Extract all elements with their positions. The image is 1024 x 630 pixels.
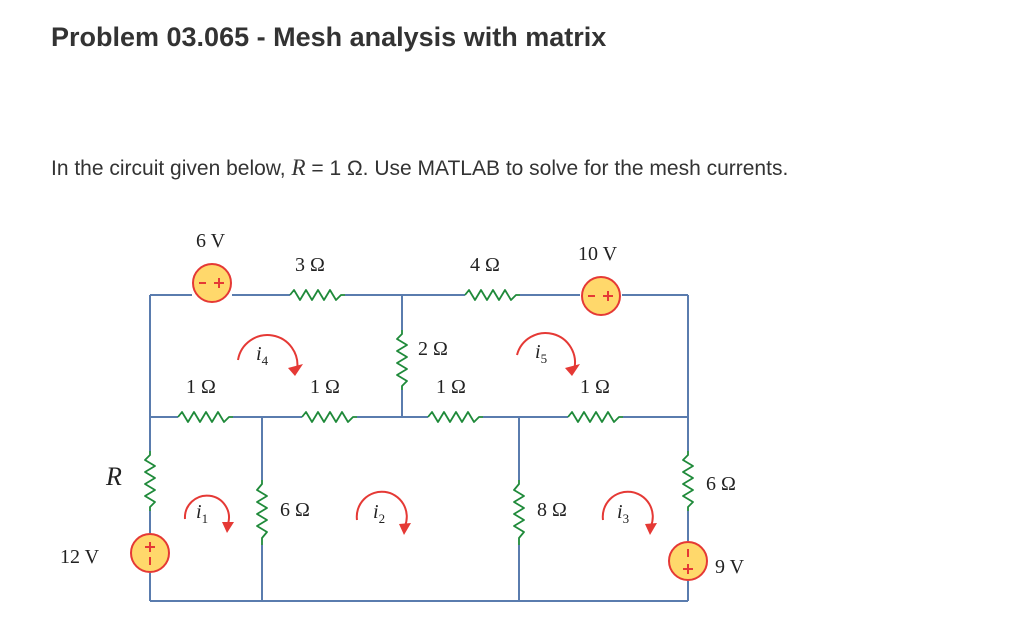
resistor-1ohm-d bbox=[567, 411, 623, 423]
label-1ohm-d: 1 Ω bbox=[580, 376, 610, 398]
label-6v: 6 V bbox=[196, 230, 226, 252]
label-i2: i2 bbox=[373, 501, 385, 526]
circuit-wires bbox=[149, 294, 689, 602]
label-6ohm-b: 6 Ω bbox=[706, 473, 736, 495]
label-i4: i4 bbox=[256, 343, 269, 368]
label-R: R bbox=[105, 462, 122, 491]
problem-prompt: In the circuit given below, R = 1 Ω. Use… bbox=[51, 155, 788, 181]
resistor-6ohm-b bbox=[682, 451, 694, 511]
resistor-3ohm bbox=[289, 289, 345, 301]
label-1ohm-c: 1 Ω bbox=[436, 376, 466, 398]
mesh-loop-i4 bbox=[237, 334, 303, 376]
resistor-2ohm bbox=[396, 330, 408, 390]
mesh-loop-i3 bbox=[601, 490, 657, 535]
label-4ohm: 4 Ω bbox=[470, 254, 500, 276]
label-3ohm: 3 Ω bbox=[295, 254, 325, 276]
label-6ohm-a: 6 Ω bbox=[280, 499, 310, 521]
problem-title: Problem 03.065 - Mesh analysis with matr… bbox=[51, 22, 607, 52]
source-12v bbox=[130, 533, 170, 573]
resistor-8ohm bbox=[513, 480, 525, 545]
resistor-1ohm-a bbox=[177, 411, 233, 423]
resistor-6ohm-a bbox=[256, 480, 268, 545]
resistor-4ohm bbox=[464, 289, 520, 301]
prompt-before: In the circuit given below, bbox=[51, 157, 292, 180]
mesh-loop-i1 bbox=[183, 494, 234, 533]
label-i1: i1 bbox=[196, 501, 208, 526]
resistor-1ohm-c bbox=[427, 411, 483, 423]
source-10v bbox=[581, 276, 621, 316]
label-i5: i5 bbox=[535, 341, 547, 366]
label-1ohm-b: 1 Ω bbox=[310, 376, 340, 398]
label-10v: 10 V bbox=[578, 243, 618, 265]
label-8ohm: 8 Ω bbox=[537, 499, 567, 521]
prompt-variable: R bbox=[291, 155, 306, 180]
mesh-loop-i5 bbox=[516, 332, 580, 376]
source-9v bbox=[668, 541, 708, 581]
source-6v bbox=[192, 263, 232, 303]
label-i3: i3 bbox=[617, 501, 629, 526]
prompt-after: = 1 Ω. Use MATLAB to solve for the mesh … bbox=[305, 157, 789, 180]
label-12v: 12 V bbox=[60, 546, 100, 568]
label-1ohm-a: 1 Ω bbox=[186, 376, 216, 398]
label-9v: 9 V bbox=[715, 556, 745, 578]
mesh-loop-i2 bbox=[355, 490, 411, 535]
resistor-R bbox=[144, 451, 156, 511]
label-2ohm: 2 Ω bbox=[418, 338, 448, 360]
resistor-1ohm-b bbox=[301, 411, 357, 423]
